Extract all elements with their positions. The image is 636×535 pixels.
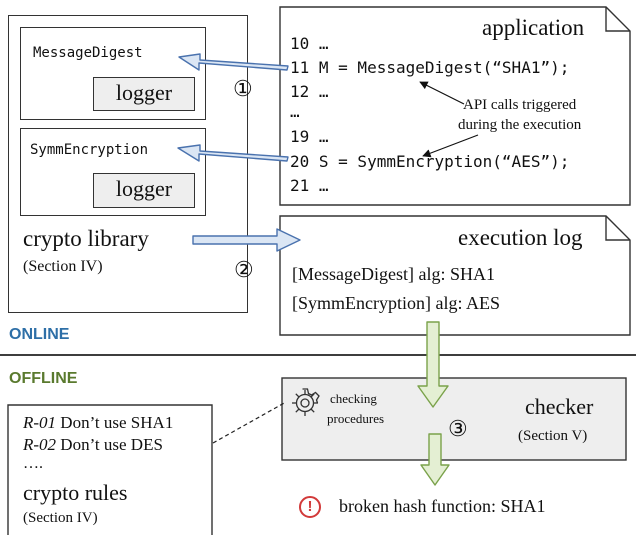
blue-arrow-to-log [192,228,301,252]
crypto-rules-title: crypto rules [23,480,128,505]
code-line-19: 19 … [290,127,329,146]
crypto-library-section: (Section IV) [23,258,103,275]
code-line-20: 20 S = SymmEncryption(“AES”); [290,152,570,171]
rule-r02-id: R-02 [23,435,57,454]
code-line-21: 21 … [290,176,329,195]
checking-procedures-line-2: procedures [327,411,385,426]
alert-circle-icon: ! [299,496,321,518]
checking-procedures-line-1: checking [330,391,377,406]
api-calls-annotation-1: API calls triggered [463,97,577,113]
logger-box-1 [93,77,195,111]
green-arrow-log-to-checker [417,321,449,408]
code-line-10: 10 … [290,34,329,53]
alert-icon-glyph: ! [307,498,313,515]
log-entry-symm-encryption: [SymmEncryption] alg: AES [292,293,500,313]
annotation-arrow-up [419,81,465,105]
blue-arrow-symm-encryption [177,144,289,162]
logger-box-2 [93,173,195,208]
result-text: broken hash function: SHA1 [339,496,546,516]
rule-r02-text: Don’t use DES [56,435,163,454]
green-arrow-checker-to-result [420,433,450,486]
step-2-marker: ② [234,257,254,282]
rule-r01-id: R-01 [23,413,57,432]
blue-arrow-message-digest [178,53,289,71]
logger-label-2: logger [115,176,173,201]
application-title: application [482,15,585,40]
step-3-marker: ③ [448,416,468,441]
rule-r02: R-02 Don’t use DES [23,435,163,455]
symm-encryption-label: SymmEncryption [30,142,149,158]
logger-label-1: logger [115,80,173,105]
checker-section: (Section V) [518,428,588,444]
rule-r01-text: Don’t use SHA1 [56,413,174,432]
crypto-rules-section: (Section IV) [23,510,98,526]
code-line-gap: … [290,102,300,121]
checker-title: checker [525,394,594,419]
execution-log-title: execution log [458,225,583,250]
rule-r01: R-01 Don’t use SHA1 [23,413,173,433]
checker-box [281,377,627,461]
message-digest-label: MessageDigest [33,45,143,61]
offline-label: OFFLINE [9,370,78,387]
crypto-library-title: crypto library [23,226,149,251]
online-label: ONLINE [9,326,70,343]
step-1-marker: ① [233,76,253,101]
rules-ellipsis: …. [23,455,43,472]
code-line-11: 11 M = MessageDigest(“SHA1”); [290,58,570,77]
annotation-arrow-down [422,134,479,158]
api-calls-annotation-2: during the execution [458,117,582,133]
log-entry-message-digest: [MessageDigest] alg: SHA1 [292,264,495,284]
code-line-12: 12 … [290,82,329,101]
